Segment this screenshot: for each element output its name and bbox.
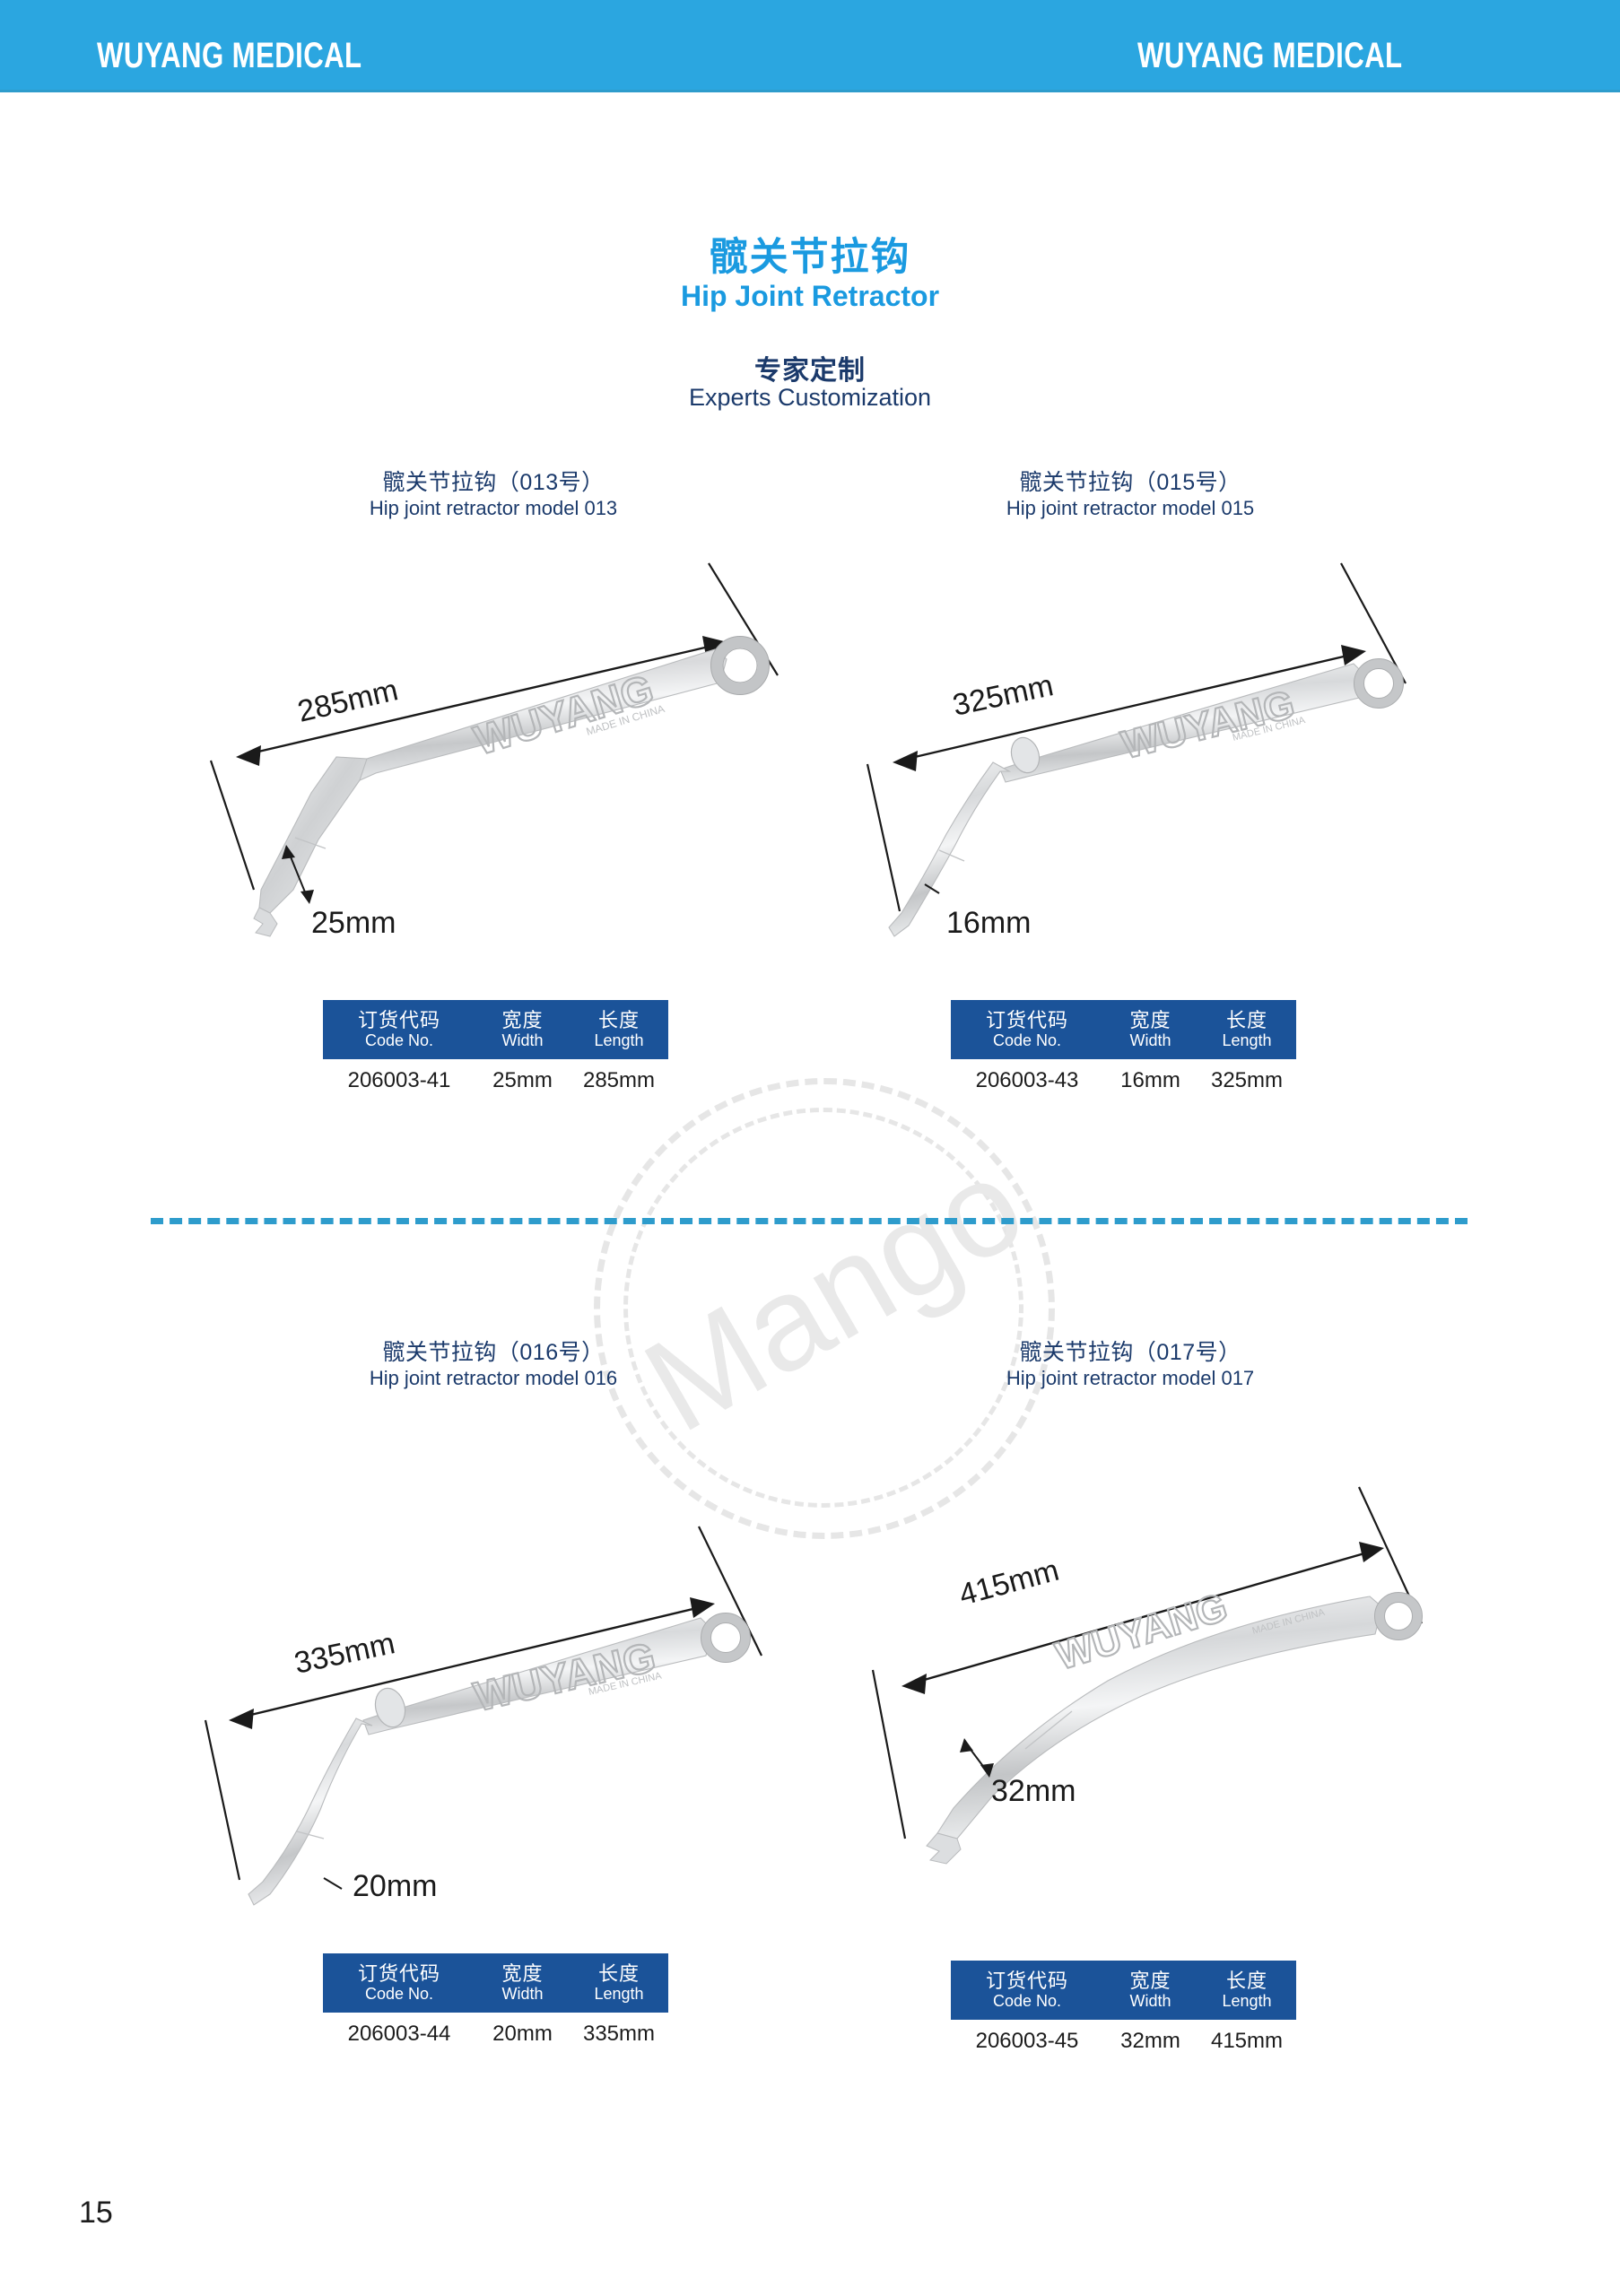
product-photo-015: WUYANG MADE IN CHINA 325mm 16mm [857,556,1449,969]
spec-cell-length: 415mm [1210,2029,1284,2053]
spec-cell-width: 32mm [1120,2029,1180,2053]
brand-logo-right: WUYANG MEDICAL [1137,36,1403,75]
spec-header-width-en: Width [1129,1992,1171,2011]
spec-header-width-cn: 宽度 [501,1962,544,1985]
spec-header-length-en: Length [1222,1992,1272,2011]
spec-header-length-en: Length [1222,1031,1272,1050]
table-row: 206003-45 32mm 415mm [951,2020,1296,2063]
watermark-text: Mango [621,1128,1047,1461]
product-label-cn-016: 髋关节拉钩（016号） [382,1340,605,1365]
spec-header-code: 订货代码 Code No. [323,1000,475,1059]
spec-cell-width: 16mm [1120,1068,1180,1092]
spec-cell-width: 20mm [492,2022,553,2046]
spec-header-length-en: Length [594,1985,644,2004]
spec-header-code-cn: 订货代码 [985,1970,1068,1992]
page-number: 15 [79,2196,113,2230]
dimension-length-015: 325mm [950,668,1057,723]
table-row: 206003-44 20mm 335mm [323,2013,668,2056]
spec-table-015: 订货代码 Code No. 宽度 Width 长度 Length 206003-… [951,1000,1296,1102]
product-photo-013: WUYANG MADE IN CHINA 285mm 25mm [184,556,812,969]
spec-header-width-en: Width [1129,1031,1171,1050]
product-label-cn-017: 髋关节拉钩（017号） [1019,1340,1241,1365]
page-subtitle-cn: 专家定制 [754,356,866,386]
page-title-en: Hip Joint Retractor [680,280,940,312]
dimension-length-017: 415mm [955,1553,1062,1613]
dimension-length-013: 285mm [294,673,401,729]
spec-header-length: 长度 Length [570,1953,668,2013]
dimension-width-017: 32mm [991,1774,1076,1808]
spec-cell-code: 206003-44 [347,2022,451,2046]
page-subtitle-en: Experts Customization [688,384,932,411]
spec-cell-code: 206003-43 [975,1068,1079,1092]
table-row: 206003-41 25mm 285mm [323,1059,668,1102]
dimension-length-016: 335mm [292,1626,398,1681]
spec-header-code-cn: 订货代码 [357,1009,440,1031]
page-title-cn: 髋关节拉钩 [709,236,911,279]
product-photo-016: WUYANG MADE IN CHINA 335mm 20mm [166,1480,794,1919]
spec-cell-code: 206003-41 [347,1068,451,1092]
watermark-ring-outer [594,1078,1055,1539]
spec-header-width-en: Width [501,1031,544,1050]
spec-cell-width: 25mm [492,1068,553,1092]
spec-header-width-cn: 宽度 [1129,1970,1171,1992]
spec-header-code: 订货代码 Code No. [323,1953,475,2013]
spec-header-length-cn: 长度 [597,1009,640,1031]
spec-header-length: 长度 Length [1198,1000,1296,1059]
spec-header-code: 订货代码 Code No. [951,1961,1103,2020]
product-label-cn-015: 髋关节拉钩（015号） [1019,470,1241,495]
spec-header-length-en: Length [594,1031,644,1050]
product-photo-017: WUYANG MADE IN CHINA 415mm 32mm [857,1480,1449,1892]
spec-header-width-cn: 宽度 [1129,1009,1171,1031]
spec-header-length: 长度 Length [1198,1961,1296,2020]
product-label-en-013: Hip joint retractor model 013 [369,497,618,519]
table-row: 206003-43 16mm 325mm [951,1059,1296,1102]
spec-header-code-en: Code No. [992,1031,1062,1050]
spec-cell-length: 285mm [582,1068,656,1092]
spec-table-header: 订货代码 Code No. 宽度 Width 长度 Length [951,1000,1296,1059]
spec-header-code-en: Code No. [364,1985,434,2004]
spec-header-width: 宽度 Width [475,1000,570,1059]
spec-table-016: 订货代码 Code No. 宽度 Width 长度 Length 206003-… [323,1953,668,2056]
product-label-en-016: Hip joint retractor model 016 [369,1367,618,1389]
spec-header-length-cn: 长度 [1225,1009,1267,1031]
spec-table-header: 订货代码 Code No. 宽度 Width 长度 Length [951,1961,1296,2020]
spec-table-017: 订货代码 Code No. 宽度 Width 长度 Length 206003-… [951,1961,1296,2063]
spec-header-code-cn: 订货代码 [357,1962,440,1985]
spec-cell-length: 335mm [582,2022,656,2046]
spec-header-width-cn: 宽度 [501,1009,544,1031]
product-label-cn-013: 髋关节拉钩（013号） [382,470,605,495]
spec-header-code-en: Code No. [364,1031,434,1050]
spec-cell-code: 206003-45 [975,2029,1079,2053]
watermark-ring-inner [623,1108,1023,1508]
spec-header-length-cn: 长度 [597,1962,640,1985]
spec-table-013: 订货代码 Code No. 宽度 Width 长度 Length 206003-… [323,1000,668,1102]
product-label-en-015: Hip joint retractor model 015 [1006,497,1255,519]
spec-cell-length: 325mm [1210,1068,1284,1092]
spec-header-length: 长度 Length [570,1000,668,1059]
dimension-width-013: 25mm [311,906,396,940]
page-header-band: WUYANG MEDICAL WUYANG MEDICAL [0,0,1620,92]
product-label-en-017: Hip joint retractor model 017 [1006,1367,1255,1389]
spec-table-header: 订货代码 Code No. 宽度 Width 长度 Length [323,1953,668,2013]
spec-header-width-en: Width [501,1985,544,2004]
spec-header-code-en: Code No. [992,1992,1062,2011]
brand-logo-left: WUYANG MEDICAL [97,36,362,75]
spec-header-width: 宽度 Width [1103,1000,1198,1059]
spec-table-header: 订货代码 Code No. 宽度 Width 长度 Length [323,1000,668,1059]
spec-header-code: 订货代码 Code No. [951,1000,1103,1059]
spec-header-width: 宽度 Width [475,1953,570,2013]
section-divider [151,1218,1468,1224]
spec-header-length-cn: 长度 [1225,1970,1267,1992]
dimension-width-015: 16mm [946,906,1031,940]
spec-header-width: 宽度 Width [1103,1961,1198,2020]
spec-header-code-cn: 订货代码 [985,1009,1068,1031]
dimension-width-016: 20mm [353,1869,437,1903]
